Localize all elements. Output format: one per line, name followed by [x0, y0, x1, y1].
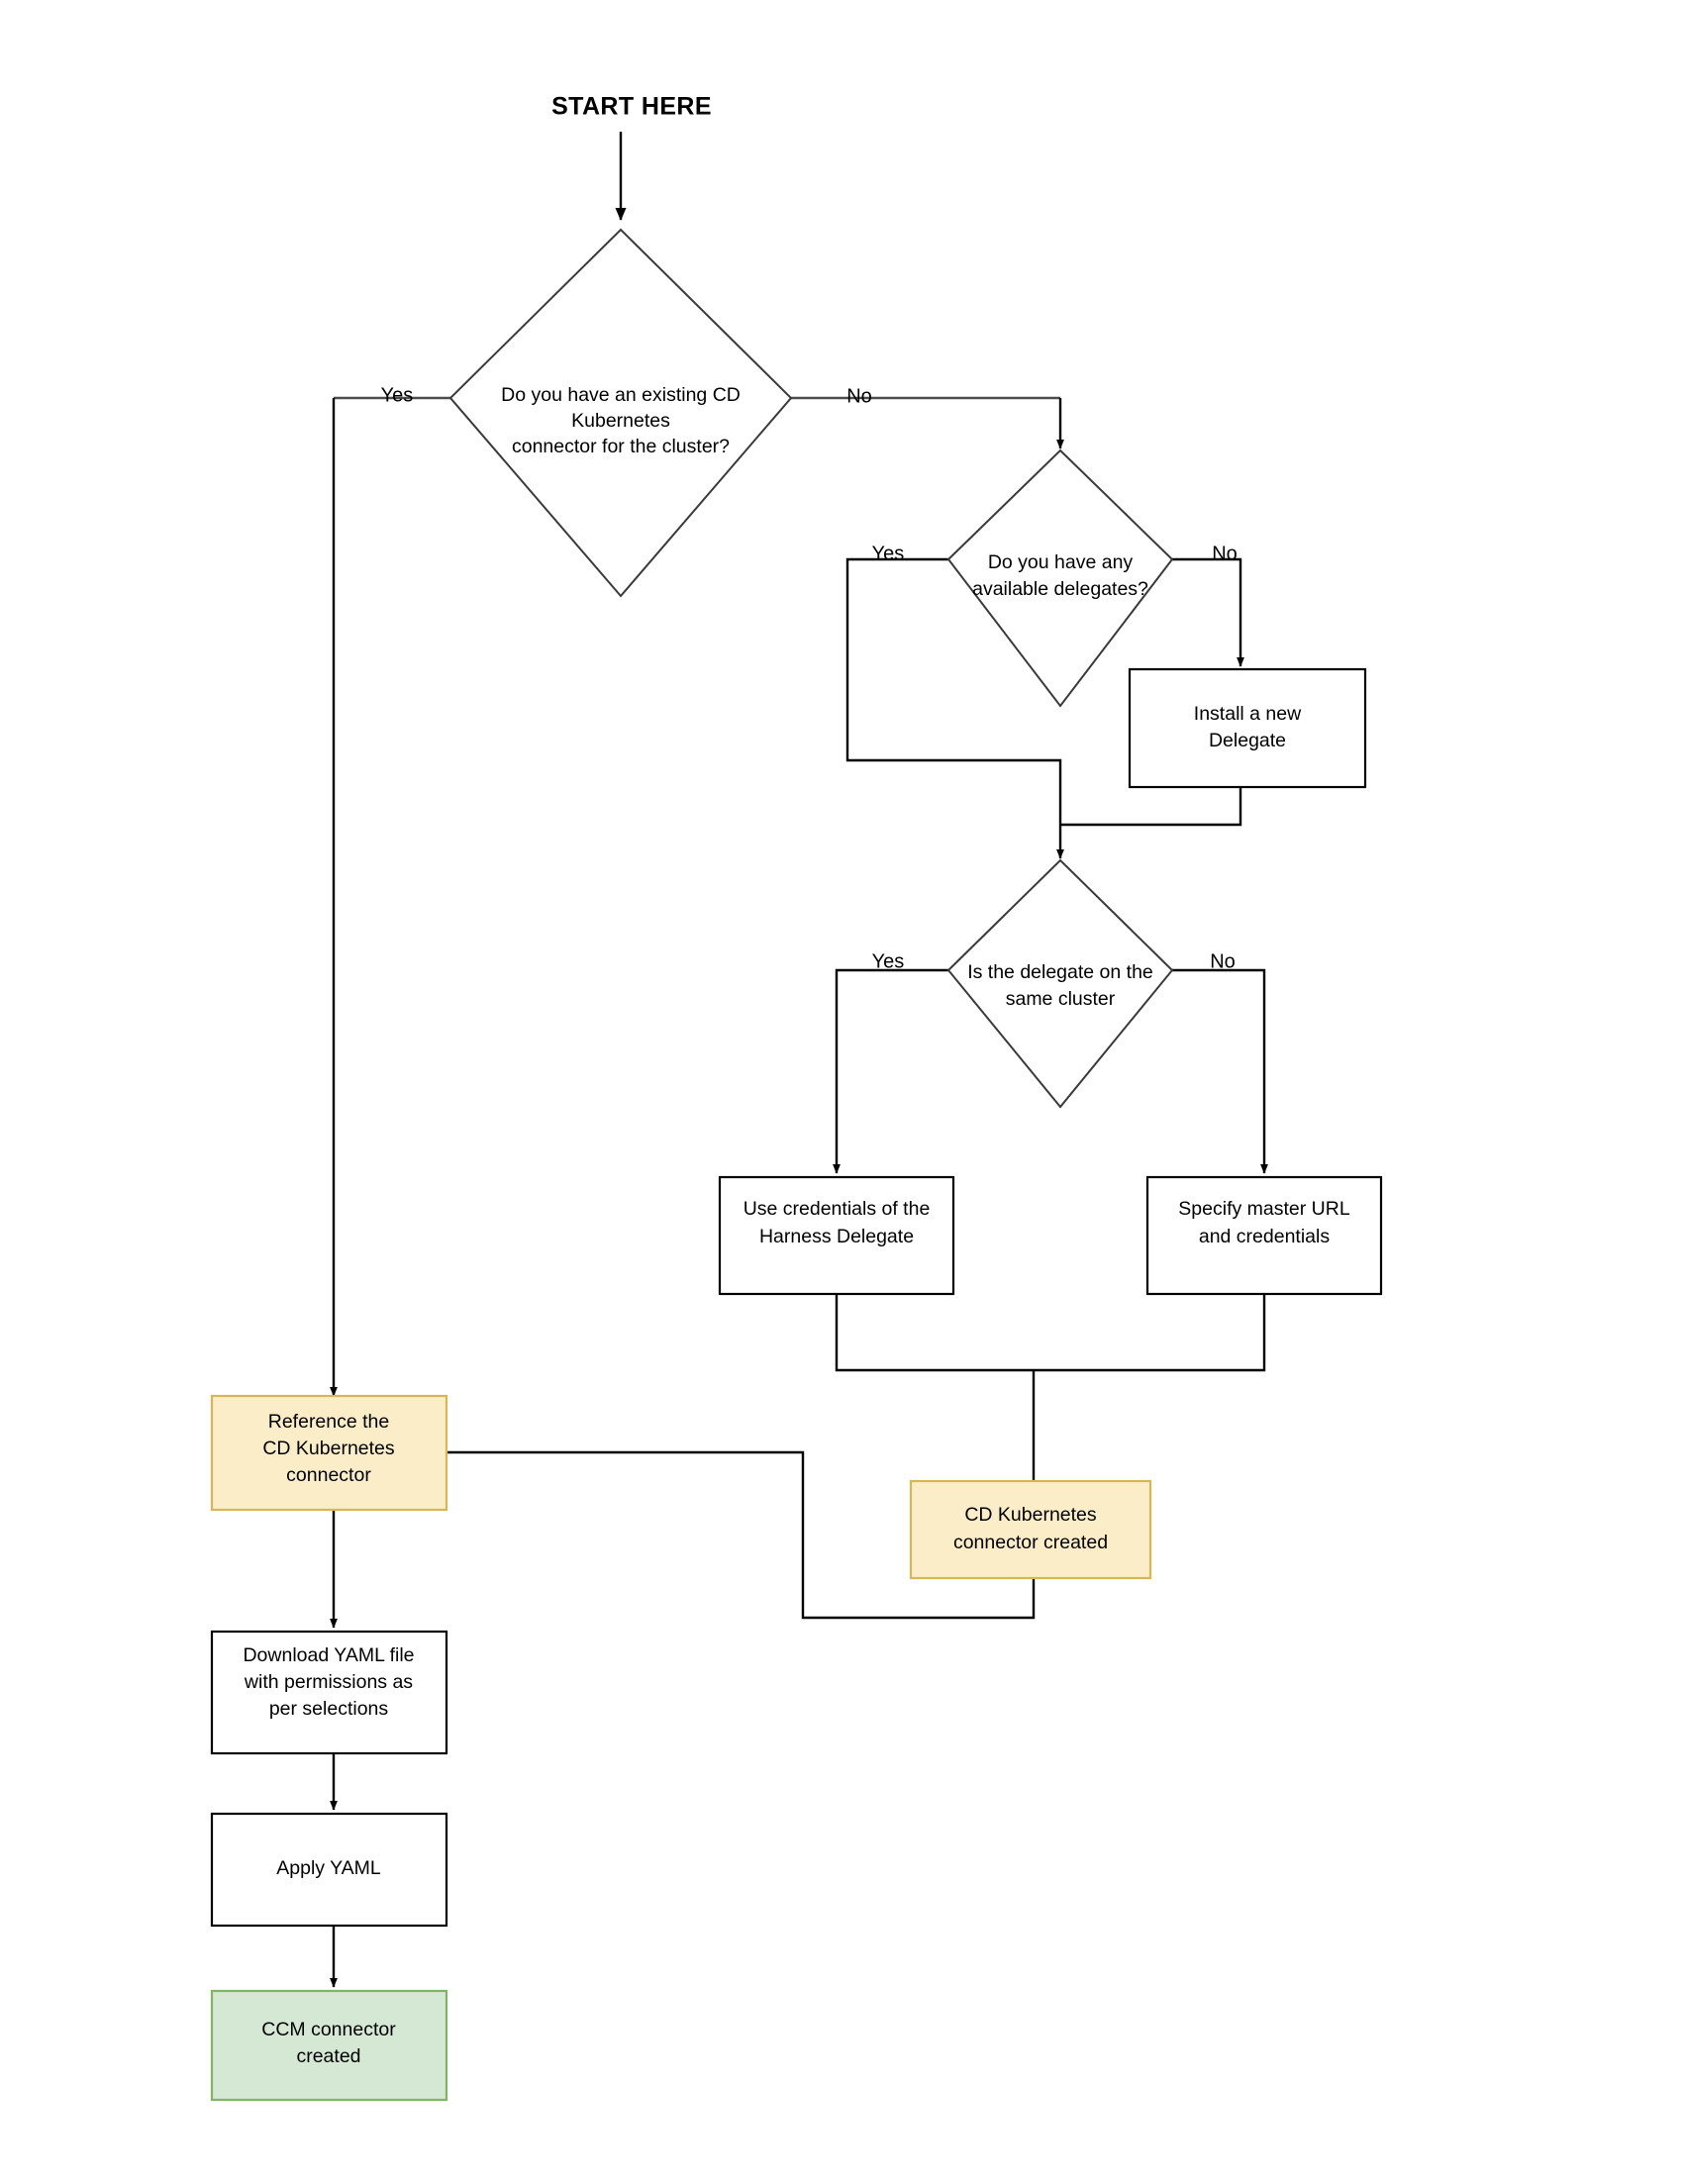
download-yaml-line-2: with permissions as [244, 1671, 413, 1693]
apply-yaml-label: Apply YAML [276, 1857, 381, 1879]
use-credentials-line-1: Use credentials of the [743, 1198, 931, 1220]
cd-created-line-1: CD Kubernetes [964, 1504, 1097, 1526]
edge-cdcreated-to-reference [341, 1448, 1036, 1620]
reference-connector-line-1: Reference the [268, 1411, 390, 1433]
decision-1-line-1: Do you have an existing CD [501, 384, 741, 406]
process-cd-connector-created[interactable]: CD Kubernetes connector created [909, 1479, 1152, 1580]
edge-d2-yes [845, 557, 1064, 859]
decision-delegate-same-cluster[interactable]: Is the delegate on the same cluster [946, 858, 1174, 1109]
cd-created-line-2: connector created [953, 1532, 1108, 1553]
reference-connector-line-2: CD Kubernetes [262, 1438, 395, 1459]
process-install-new-delegate[interactable]: Install a new Delegate [1128, 667, 1367, 789]
decision-3-line-1: Is the delegate on the [967, 961, 1153, 983]
edge-label-d3-no: No [1210, 950, 1236, 972]
specify-master-line-2: and credentials [1199, 1226, 1331, 1247]
use-credentials-line-2: Harness Delegate [759, 1226, 914, 1247]
install-delegate-line-2: Delegate [1209, 730, 1286, 751]
decision-3-line-2: same cluster [1006, 988, 1116, 1010]
process-use-harness-delegate-credentials[interactable]: Use credentials of the Harness Delegate [718, 1175, 955, 1296]
edge-merge-right [1034, 1290, 1266, 1372]
download-yaml-line-1: Download YAML file [243, 1644, 414, 1666]
decision-1-line-2: Kubernetes [571, 410, 670, 432]
edge-d2-no [1172, 557, 1244, 667]
edge-label-d1-no: No [846, 385, 872, 407]
edge-install-to-d3 [1060, 787, 1242, 827]
process-download-yaml[interactable]: Download YAML file with permissions as p… [210, 1630, 448, 1755]
specify-master-line-1: Specify master URL [1178, 1198, 1350, 1220]
reference-connector-line-3: connector [286, 1464, 371, 1486]
edge-label-d2-no: No [1212, 543, 1238, 564]
edge-merge-left [835, 1290, 1034, 1372]
process-reference-cd-connector[interactable]: Reference the CD Kubernetes connector [210, 1394, 448, 1512]
decision-existing-cd-connector[interactable]: Do you have an existing CD Kubernetes co… [448, 228, 793, 598]
ccm-created-line-2: created [296, 2045, 360, 2067]
install-delegate-line-1: Install a new [1194, 703, 1302, 725]
edge-d3-no [1172, 968, 1268, 1174]
decision-1-line-3: connector for the cluster? [512, 436, 730, 457]
edge-d3-yes [833, 968, 948, 1174]
ccm-created-line-1: CCM connector [261, 2019, 396, 2040]
edge-label-d1-yes: Yes [381, 384, 414, 406]
edge-label-d3-yes: Yes [872, 950, 905, 972]
process-apply-yaml[interactable]: Apply YAML [210, 1812, 448, 1928]
edge-label-d2-yes: Yes [872, 543, 905, 564]
decision-2-line-2: available delegates? [972, 578, 1148, 600]
decision-2-line-1: Do you have any [988, 551, 1134, 573]
decision-available-delegates[interactable]: Do you have any available delegates? [946, 448, 1174, 708]
process-ccm-connector-created[interactable]: CCM connector created [210, 1989, 448, 2102]
download-yaml-line-3: per selections [269, 1698, 389, 1720]
start-here-label: START HERE [551, 93, 712, 121]
process-specify-master-url[interactable]: Specify master URL and credentials [1145, 1175, 1383, 1296]
